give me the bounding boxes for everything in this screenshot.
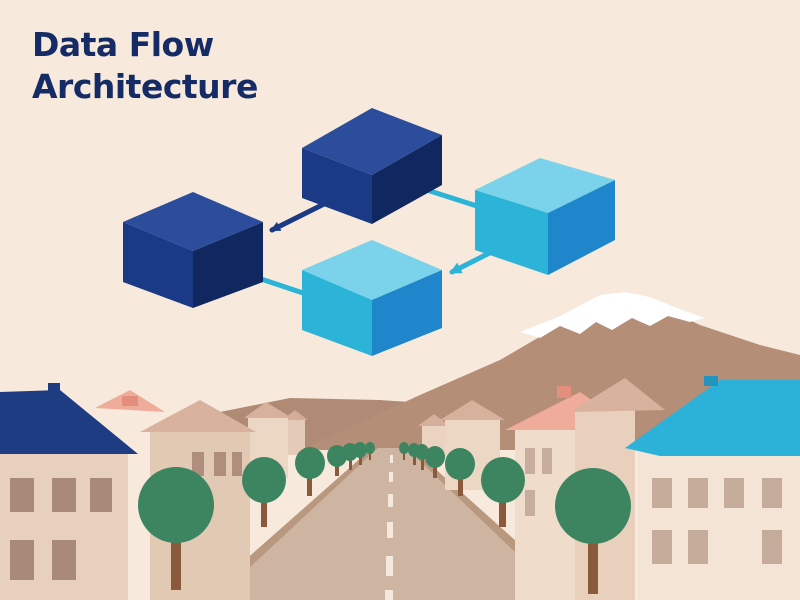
tree: [295, 447, 325, 496]
mountain-range: [180, 292, 800, 450]
tree: [138, 467, 214, 590]
buildings-right: [418, 376, 800, 600]
house-left-navy: [0, 383, 138, 600]
mountain-main: [300, 296, 800, 450]
house-left-pink-roof: [95, 390, 165, 412]
arrow-top-to-left: [269, 193, 343, 233]
house-right-cyan: [625, 376, 800, 600]
page-title: Data Flow Architecture: [32, 24, 258, 108]
top-cube[interactable]: [302, 108, 442, 224]
bottom-cube[interactable]: [302, 240, 442, 356]
trees-right: [399, 442, 631, 594]
left-cube[interactable]: [123, 192, 263, 308]
tree: [481, 457, 525, 527]
tree: [365, 442, 375, 460]
data-flow-diagram: [123, 108, 615, 356]
tree: [445, 448, 475, 496]
tree: [327, 445, 347, 476]
title-line-2: Architecture: [32, 67, 258, 106]
tree: [425, 446, 445, 478]
trees-left: [138, 442, 375, 590]
tree: [242, 457, 286, 527]
mountain-snow-cap: [520, 292, 705, 338]
arrow-right-to-bottom: [449, 237, 518, 275]
title-line-1: Data Flow: [32, 25, 214, 64]
road-center-dashes: [385, 455, 393, 600]
right-cube[interactable]: [475, 158, 615, 275]
tree: [555, 468, 631, 594]
tree: [399, 442, 409, 460]
